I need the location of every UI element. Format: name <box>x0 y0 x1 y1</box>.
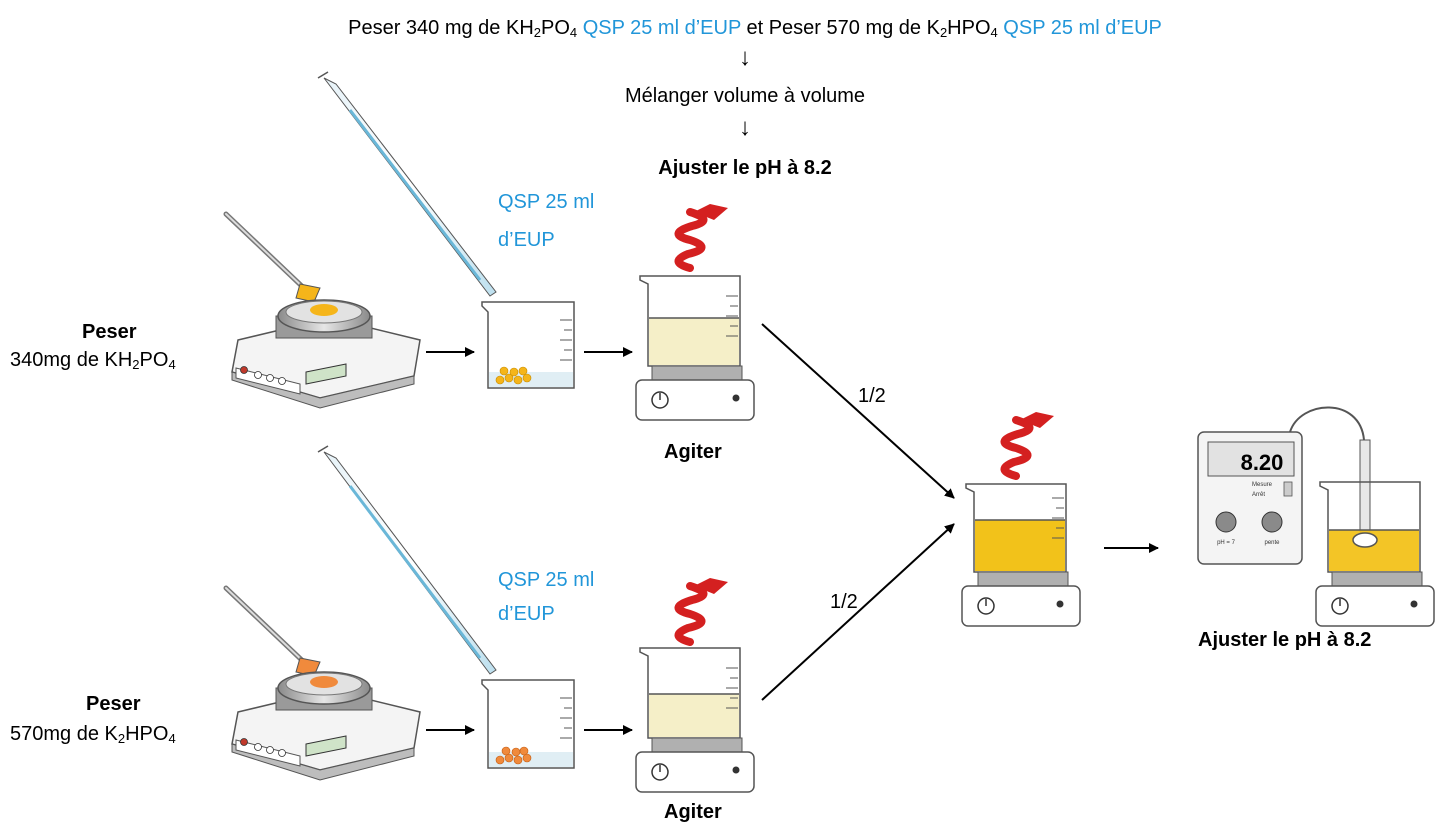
header-text-2: PO <box>541 17 570 39</box>
ph-beaker-icon <box>1315 481 1435 627</box>
top-weigh-detail-a: 340mg de KH <box>10 349 133 371</box>
header-qsp-1: QSP 25 ml d’EUP <box>577 17 741 39</box>
down-arrow-1: ↓ <box>739 44 751 71</box>
ph-knob-label-1: pH = 7 <box>1217 540 1236 546</box>
ph-side-label-1: Mesure <box>1252 482 1273 488</box>
bottom-weigh-sub-2: 4 <box>168 731 176 746</box>
top-balance-icon <box>231 299 421 409</box>
bottom-fraction-label: 1/2 <box>830 591 858 613</box>
flow-arrows <box>426 323 1159 735</box>
bottom-spatula-icon <box>223 585 321 677</box>
bottom-stir-label: Agiter <box>664 801 722 823</box>
top-qsp-line-2: d’EUP <box>498 229 555 251</box>
top-beaker-icon <box>481 301 575 389</box>
bottom-stir-spiral-icon <box>674 578 728 646</box>
bottom-balance-icon <box>231 671 421 781</box>
bottom-weigh-detail: 570mg de K2HPO4 <box>10 722 176 751</box>
bottom-pipette-icon <box>317 445 497 675</box>
top-stir-label: Agiter <box>664 441 722 463</box>
top-stir-spiral-icon <box>674 204 728 272</box>
top-pipette-icon <box>317 71 497 297</box>
mix-step-label: Mélanger volume à volume <box>624 85 866 107</box>
header-sub-2: 4 <box>569 25 578 40</box>
top-spatula-icon <box>223 211 321 303</box>
ph-reading: 8.20 <box>1241 450 1284 475</box>
bottom-weigh-detail-b: HPO <box>125 723 169 745</box>
top-weigh-detail-b: PO <box>139 349 169 371</box>
header-qsp-2: QSP 25 ml d’EUP <box>997 17 1162 39</box>
header-text-3: et Peser 570 mg de K <box>740 17 940 39</box>
top-fraction-label: 1/2 <box>858 385 886 407</box>
bottom-weigh-sub-1: 2 <box>117 731 126 746</box>
mixed-stir-spiral-icon <box>1000 412 1054 480</box>
down-arrow-2: ↓ <box>739 114 751 141</box>
bottom-weigh-detail-a: 570mg de K <box>10 723 118 745</box>
arrow-top-to-mix <box>761 323 955 499</box>
mixed-stirrer-icon <box>961 483 1081 627</box>
ph-knob-label-2: pente <box>1264 540 1280 546</box>
bottom-stirrer-icon <box>635 647 755 793</box>
header-sub-4: 4 <box>990 25 998 40</box>
top-weigh-sub-2: 4 <box>168 357 176 372</box>
header-instruction: Peser 340 mg de KH2PO4 QSP 25 ml d’EUP e… <box>0 16 1440 45</box>
bottom-beaker-icon <box>481 679 575 769</box>
header-text-4: HPO <box>947 17 991 39</box>
top-qsp-line-1: QSP 25 ml <box>498 191 595 213</box>
top-stirrer-icon <box>635 275 755 421</box>
header-sub-1: 2 <box>533 25 541 40</box>
header-text-1: Peser 340 mg de KH <box>348 17 534 39</box>
bottom-qsp-line-2: d’EUP <box>498 603 555 625</box>
bottom-qsp-line-1: QSP 25 ml <box>498 569 595 591</box>
final-adjust-label: Ajuster le pH à 8.2 <box>1198 629 1372 651</box>
top-weigh-sub-1: 2 <box>132 357 140 372</box>
top-weigh-detail: 340mg de KH2PO4 <box>10 348 176 377</box>
adjust-step-label: Ajuster le pH à 8.2 <box>658 157 832 179</box>
top-weigh-label: Peser <box>82 321 137 343</box>
arrow-bottom-to-mix <box>761 523 955 701</box>
bottom-weigh-label: Peser <box>86 693 141 715</box>
header-sub-3: 2 <box>939 25 948 40</box>
ph-side-label-2: Arrêt <box>1252 492 1265 498</box>
